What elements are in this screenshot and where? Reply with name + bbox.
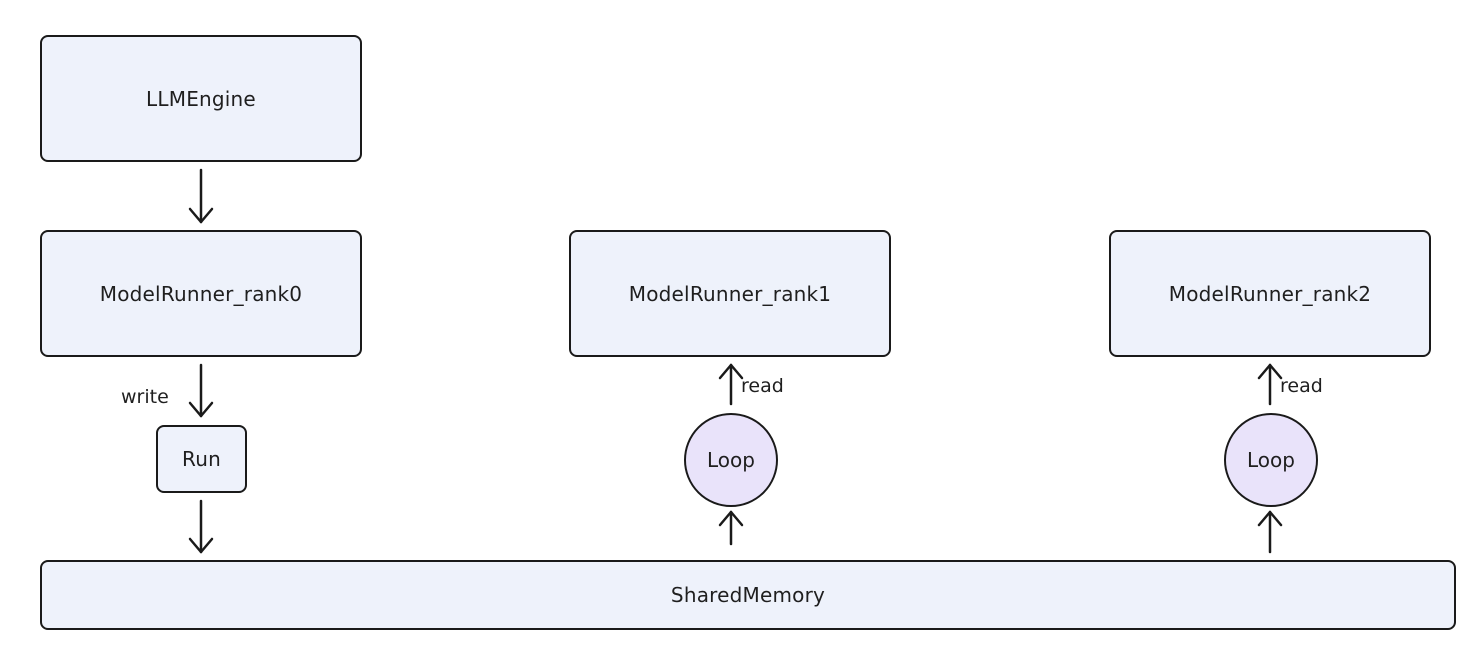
node-loop-rank2: Loop bbox=[1224, 413, 1318, 507]
node-loop-rank1: Loop bbox=[684, 413, 778, 507]
edge-label-read-rank1: read bbox=[741, 375, 784, 397]
edge-label-write: write bbox=[121, 386, 169, 408]
arrow-loop1-to-rank1 bbox=[718, 363, 744, 406]
node-llm-engine: LLMEngine bbox=[40, 35, 362, 162]
node-run-label: Run bbox=[182, 447, 221, 471]
node-shared-memory-label: SharedMemory bbox=[670, 583, 826, 607]
node-shared-memory: SharedMemory bbox=[40, 560, 1456, 630]
arrow-run-to-sharedmemory bbox=[188, 499, 214, 554]
arrow-loop2-to-rank2 bbox=[1257, 363, 1283, 406]
node-model-runner-rank2-label: ModelRunner_rank2 bbox=[1168, 281, 1372, 306]
arrow-sharedmemory-to-loop2 bbox=[1257, 510, 1283, 554]
arrow-sharedmemory-to-loop1 bbox=[718, 510, 744, 546]
arrow-rank0-to-run bbox=[188, 363, 214, 418]
node-run: Run bbox=[156, 425, 247, 493]
arrow-engine-to-rank0 bbox=[188, 168, 214, 224]
node-model-runner-rank1-label: ModelRunner_rank1 bbox=[628, 281, 832, 306]
node-model-runner-rank0-label: ModelRunner_rank0 bbox=[99, 281, 303, 306]
node-model-runner-rank1: ModelRunner_rank1 bbox=[569, 230, 891, 357]
node-llm-engine-label: LLMEngine bbox=[146, 86, 256, 111]
node-loop-rank2-label: Loop bbox=[1247, 448, 1295, 472]
node-loop-rank1-label: Loop bbox=[707, 448, 755, 472]
node-model-runner-rank0: ModelRunner_rank0 bbox=[40, 230, 362, 357]
edge-label-read-rank2: read bbox=[1280, 375, 1323, 397]
node-model-runner-rank2: ModelRunner_rank2 bbox=[1109, 230, 1431, 357]
